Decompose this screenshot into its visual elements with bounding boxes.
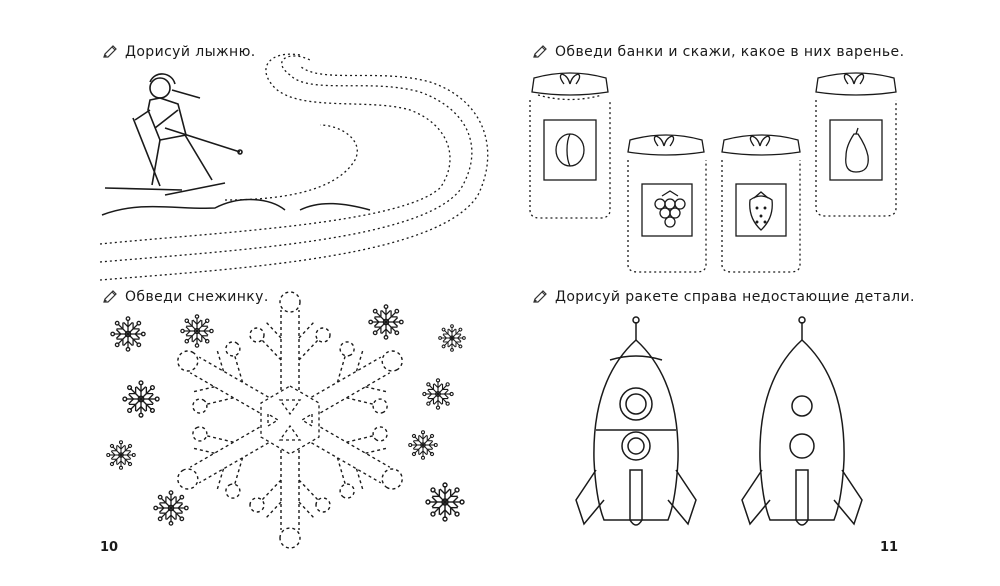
ski-track [99,53,489,281]
task-snowflake-instruction: Обведи снежинку. [102,289,269,305]
rockets-illustration [575,316,863,526]
task-rocket-instruction: Дорисуй ракете справа недостающие детали… [532,289,915,305]
pear-icon [845,133,869,173]
task-rocket-text: Дорисуй ракете справа недостающие детали… [555,289,915,305]
page-number-right: 11 [880,540,899,555]
strawberry-icon [749,191,773,231]
right-page: Обведи банки и скажи, какое в них варень… [500,0,1000,586]
snow-hills [101,198,371,216]
jars-illustration [529,72,897,273]
rocket-complete [575,316,697,526]
page-number-left: 10 [100,540,119,555]
left-page: Дорисуй лыжню. [0,44,500,555]
jar-pear [815,72,897,217]
ski-illustration [99,53,489,281]
snowflake-illustration [0,291,500,549]
raspberry-icon [654,190,686,228]
jar-strawberry [721,134,801,273]
task-jars-text: Обведи банки и скажи, какое в них варень… [555,44,905,60]
big-snowflake-outline [158,291,422,549]
small-snowflakes [107,305,466,525]
rocket-incomplete [741,316,863,526]
task-jars-instruction: Обведи банки и скажи, какое в них варень… [532,44,904,60]
task-ski-instruction: Дорисуй лыжню. [102,44,256,60]
jar-raspberry [627,134,707,273]
task-ski-text: Дорисуй лыжню. [125,44,256,60]
skier [104,73,243,196]
jar-plum [529,72,611,219]
task-snowflake-text: Обведи снежинку. [125,289,269,305]
